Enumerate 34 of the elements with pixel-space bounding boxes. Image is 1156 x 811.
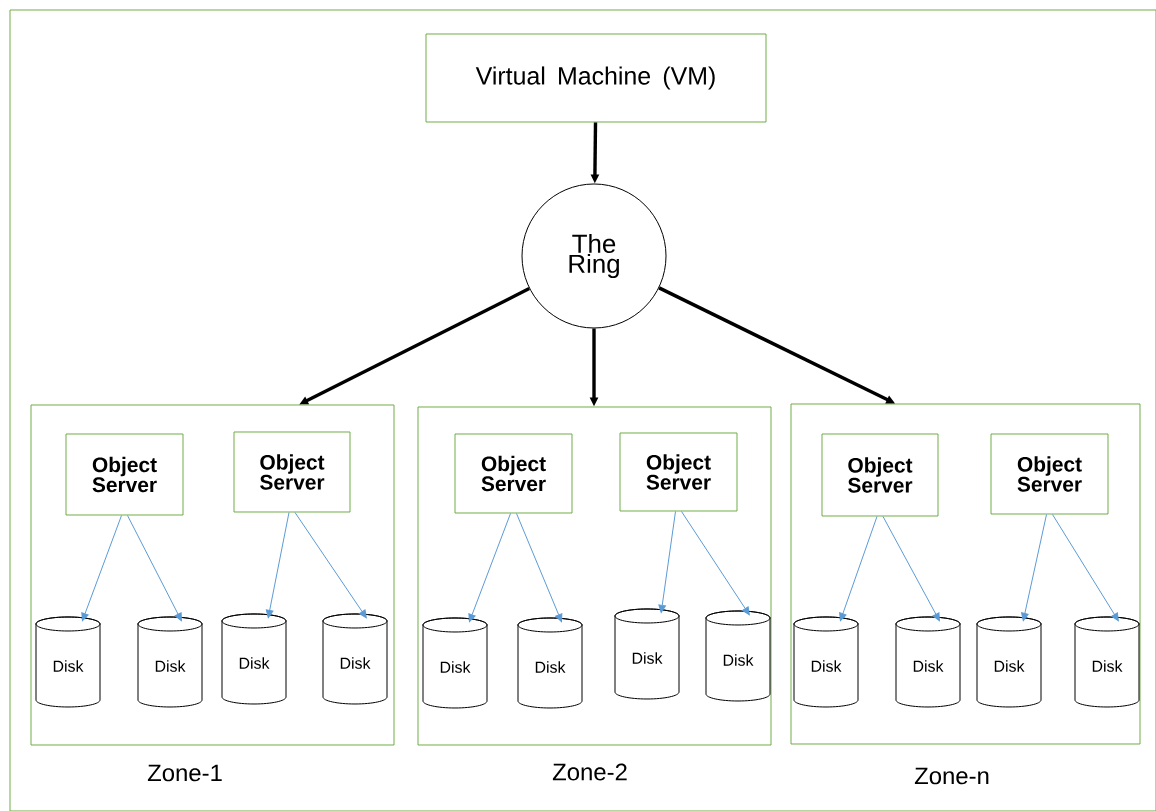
disk-cylinder: Disk [895, 616, 961, 708]
arrow [468, 513, 511, 623]
disk-cylinder: Disk [422, 617, 488, 709]
arrow [294, 512, 367, 619]
server-box: Object Server [619, 432, 738, 512]
zone-label: Zone-1 [147, 764, 222, 782]
disk-cylinder: Disk [137, 616, 203, 708]
disk-cylinder: Disk [221, 613, 287, 705]
arrow [681, 511, 750, 616]
zone-label: Zone-2 [552, 763, 627, 781]
arrow [265, 512, 290, 619]
arrow [1052, 514, 1119, 622]
arrow [839, 516, 878, 622]
server-box: Object Server [65, 433, 184, 516]
disk-cylinder: Disk [322, 613, 388, 705]
arrow [81, 515, 122, 622]
server-box: Object Server [454, 433, 573, 514]
zone-label: Zone-n [914, 767, 989, 785]
disk-cylinder: Disk [35, 616, 101, 708]
disk-cylinder: Disk [517, 617, 583, 709]
disk-cylinder: Disk [705, 610, 771, 702]
server-box: Object Server [990, 433, 1109, 515]
arrow [516, 513, 563, 623]
disk-cylinder: Disk [1074, 616, 1140, 708]
arrow [882, 516, 940, 622]
arrow [1021, 514, 1047, 622]
disk-cylinder: Disk [793, 616, 859, 708]
process-box: Virtual Machine (VM) [425, 33, 767, 123]
arrow [127, 515, 182, 622]
server-box: Object Server [233, 431, 351, 513]
arrow [658, 511, 676, 614]
disk-cylinder: Disk [614, 608, 680, 700]
disk-cylinder: Disk [976, 616, 1042, 708]
server-box: Object Server [821, 433, 939, 517]
